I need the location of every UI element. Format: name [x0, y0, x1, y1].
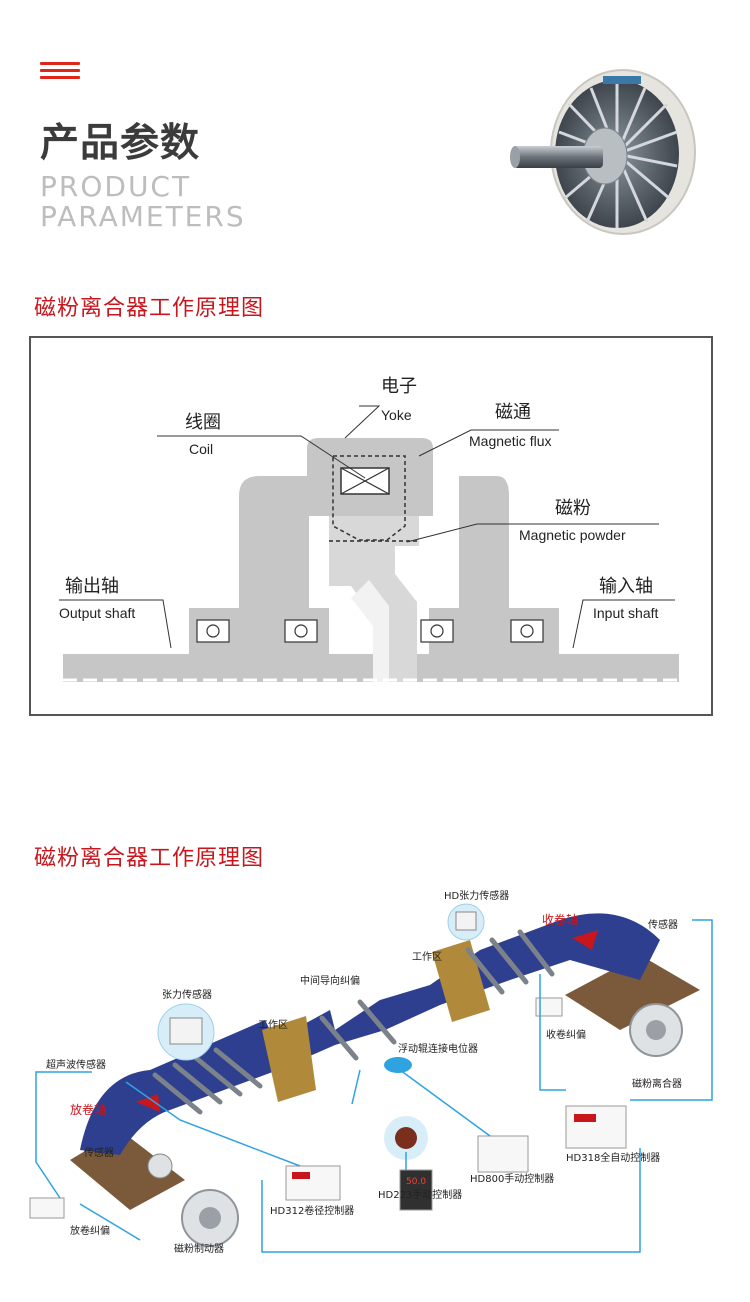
powder-label-cn: 磁粉: [555, 498, 591, 519]
flux-label-en: Magnetic flux: [469, 433, 551, 449]
unwind-shaft-label: 放卷轴: [70, 1102, 106, 1117]
yoke-label-cn: 电子: [381, 376, 417, 397]
output-shaft-label-cn: 输出轴: [65, 576, 119, 597]
work-area-plate-1: [262, 1016, 316, 1102]
hd318-device: [565, 1105, 627, 1149]
ultrasonic-sensor-label: 超声波传感器: [46, 1058, 106, 1071]
rewind-correction-label: 收卷纠偏: [546, 1028, 586, 1041]
hd223-device: [399, 1169, 433, 1211]
powder-label-en: Magnetic powder: [519, 527, 626, 543]
hd312-device: [285, 1165, 341, 1201]
hd312-label: HD312卷径控制器: [270, 1204, 354, 1217]
section-title-2: 磁粉离合器工作原理图: [34, 846, 265, 871]
yoke-label-en: Yoke: [381, 407, 412, 423]
powder-brake-label: 磁粉制动器: [174, 1242, 224, 1255]
work-area-1-label: 工作区: [412, 951, 442, 963]
rewind-shaft-label: 收卷轴: [542, 912, 578, 927]
powder-clutch-label: 磁粉离合器: [632, 1077, 682, 1090]
tension-control-diagram: 50.0 HD张力传感器 收卷轴 传感器 工作区 中间导向纠偏 张力传感器 工作…: [29, 889, 713, 1255]
sensor-top-label: 传感器: [648, 918, 678, 931]
magnetic-flux-path: [332, 455, 406, 541]
page-subtitle-line2: PARAMETERS: [40, 200, 246, 233]
hd800-label: HD800手动控制器: [470, 1172, 554, 1185]
hd318-label: HD318全自动控制器: [566, 1151, 660, 1164]
rewind-base: [565, 955, 700, 1030]
section-title-1: 磁粉离合器工作原理图: [34, 296, 265, 321]
potentiometer-device: [395, 1127, 417, 1149]
output-shaft-label-en: Output shaft: [59, 605, 135, 621]
hd-tension-sensor-label: HD张力传感器: [444, 889, 509, 902]
material-web: [80, 913, 660, 1155]
hd223-display: 50.0: [406, 1177, 426, 1187]
product-image: [510, 69, 696, 235]
input-shaft-label-en: Input shaft: [593, 605, 658, 621]
clutch-diagram-frame: [29, 336, 713, 716]
hd800-device: [477, 1135, 529, 1173]
flux-label-cn: 磁通: [495, 402, 531, 423]
menu-icon[interactable]: [40, 62, 80, 80]
output-shaft: [63, 654, 373, 682]
coil-label-cn: 线圈: [185, 412, 221, 433]
clutch-principle-diagram: 电子 Yoke 线圈 Coil 磁通 Magnetic flux 磁粉 Magn…: [59, 376, 679, 682]
tension-sensor-label: 张力传感器: [162, 988, 212, 1001]
input-shaft-label-cn: 输入轴: [599, 576, 653, 597]
sensor-bottom-label: 传感器: [84, 1146, 114, 1159]
middle-guide-label: 中间导向纠偏: [300, 974, 360, 987]
work-area-2-label: 工作区: [258, 1019, 288, 1031]
hd223-label: HD223手动控制器: [378, 1188, 462, 1201]
page-title: 产品参数: [40, 121, 201, 166]
page-subtitle-line1: PRODUCT: [40, 170, 192, 203]
unwind-correction-label: 放卷纠偏: [70, 1224, 110, 1237]
float-roller-label: 浮动辊连接电位器: [398, 1042, 478, 1055]
input-shaft: [389, 654, 679, 682]
coil-label-en: Coil: [189, 441, 213, 457]
